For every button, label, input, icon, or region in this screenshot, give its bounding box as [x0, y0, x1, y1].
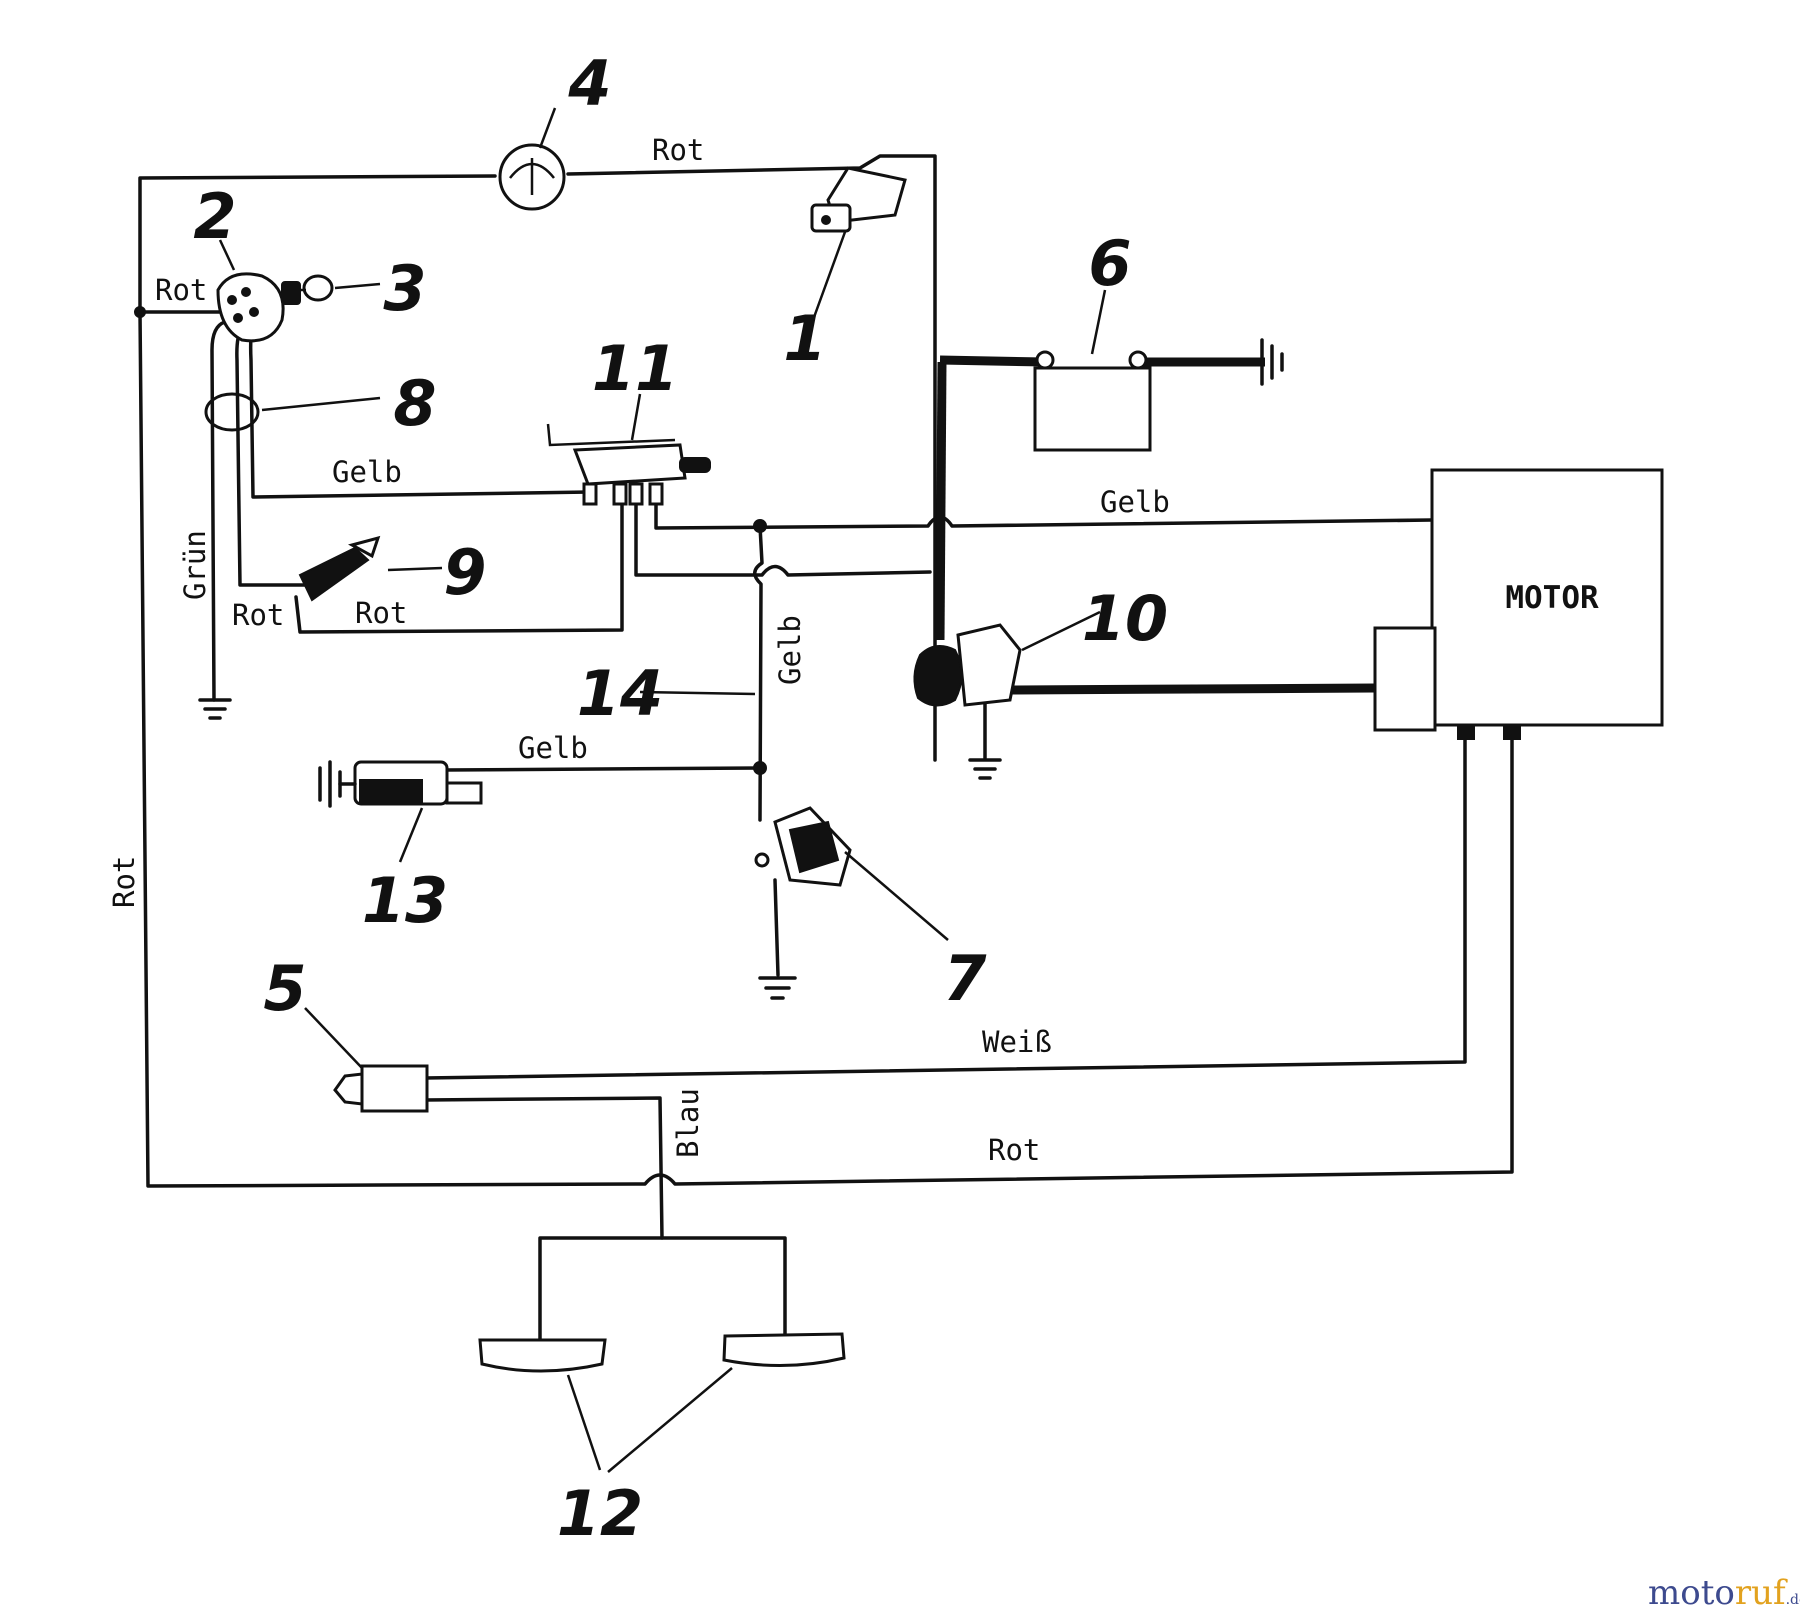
component-1-switch [810, 166, 907, 233]
wire-labels: Rot Rot Gelb Grün Rot Rot Gelb Gelb Gelb… [107, 133, 1170, 1167]
wire-gruen [210, 320, 227, 702]
label-14: 14 [577, 657, 663, 730]
label-2: 2 [193, 180, 236, 253]
wire-label-blau: Blau [671, 1088, 705, 1158]
ground-symbol-gruen [198, 698, 232, 720]
wire-rot-9 [235, 326, 307, 587]
wire-gelb-14 [753, 524, 764, 822]
motor-box [1373, 468, 1664, 740]
wire-gelb-motor [654, 500, 1434, 530]
wire-gelb-13 [443, 766, 762, 772]
wire-battery-main [939, 355, 1046, 367]
ground-symbols [198, 698, 1002, 1000]
watermark-logo: motoruf.de [1648, 1573, 1800, 1613]
label-8: 8 [393, 367, 436, 440]
label-9: 9 [443, 536, 486, 609]
component-numbers: 4 2 3 1 6 11 8 9 10 14 13 7 5 12 [193, 47, 1168, 1550]
wire-weiss [423, 733, 1467, 1080]
component-10-regulator [913, 623, 1022, 707]
wire-label-rot-right-9: Rot [355, 596, 407, 630]
junction-dots [134, 306, 767, 775]
battery-ground-symbol [1260, 338, 1284, 386]
ground-symbol-10 [968, 758, 1002, 780]
label-1: 1 [783, 302, 826, 375]
wire-left-rot [138, 310, 1514, 1188]
wire-label-weiss: Weiß [982, 1025, 1052, 1059]
wire-top-rot [138, 174, 497, 314]
label-12: 12 [557, 1477, 643, 1550]
leader-lines [218, 107, 1107, 1473]
component-12-headlights [478, 1332, 846, 1373]
label-6: 6 [1088, 227, 1131, 300]
component-13-switch [318, 760, 483, 808]
component-6-battery [1033, 350, 1152, 452]
label-5: 5 [263, 952, 306, 1025]
wire-top-rot-right [566, 154, 937, 762]
wire-label-gelb-upper: Gelb [332, 455, 402, 489]
watermark-suffix: .de [1786, 1592, 1800, 1608]
wire-blau [423, 1096, 664, 1240]
wire-label-gelb-13: Gelb [518, 731, 588, 765]
component-5-switch [333, 1064, 429, 1113]
svg-text:motoruf.de: motoruf.de [1648, 1573, 1800, 1613]
wire-7-ground [773, 878, 780, 977]
component-9-connector [298, 535, 381, 602]
heavy-wires [935, 355, 1376, 695]
wire-label-rot-left-side: Rot [107, 856, 141, 908]
component-7-switch [754, 806, 852, 887]
wire-rot-9-11 [294, 503, 624, 634]
wire-label-gelb-motor: Gelb [1100, 485, 1170, 519]
label-3: 3 [383, 252, 426, 325]
ground-symbol-7 [758, 976, 797, 1000]
component-11-switch-block [546, 423, 711, 506]
label-11: 11 [592, 332, 678, 405]
wire-label-top-rot: Rot [652, 133, 704, 167]
motor-label: MOTOR [1505, 580, 1599, 616]
watermark-accent: ruf [1735, 1573, 1788, 1613]
wire-headlight-bar [538, 1236, 787, 1366]
component-8-bundle-ring [204, 392, 260, 432]
wire-label-rot-left-9: Rot [232, 598, 284, 632]
wire-label-rot-bottom: Rot [988, 1133, 1040, 1167]
wire-label-gelb-vertical: Gelb [773, 615, 807, 685]
wire-10-motor [1009, 683, 1376, 695]
wire-label-switch-rot: Rot [155, 273, 207, 307]
label-13: 13 [362, 864, 448, 937]
component-2-key-switch [216, 272, 301, 343]
label-10: 10 [1082, 582, 1168, 655]
wire-label-gruen: Grün [178, 530, 212, 600]
wire-11-10 [634, 503, 932, 577]
component-4-lamp [498, 143, 566, 211]
component-3-key [300, 274, 334, 302]
watermark-main: moto [1648, 1573, 1735, 1613]
label-4: 4 [567, 47, 611, 120]
wire-battery-down [935, 361, 947, 641]
label-7: 7 [943, 942, 987, 1015]
